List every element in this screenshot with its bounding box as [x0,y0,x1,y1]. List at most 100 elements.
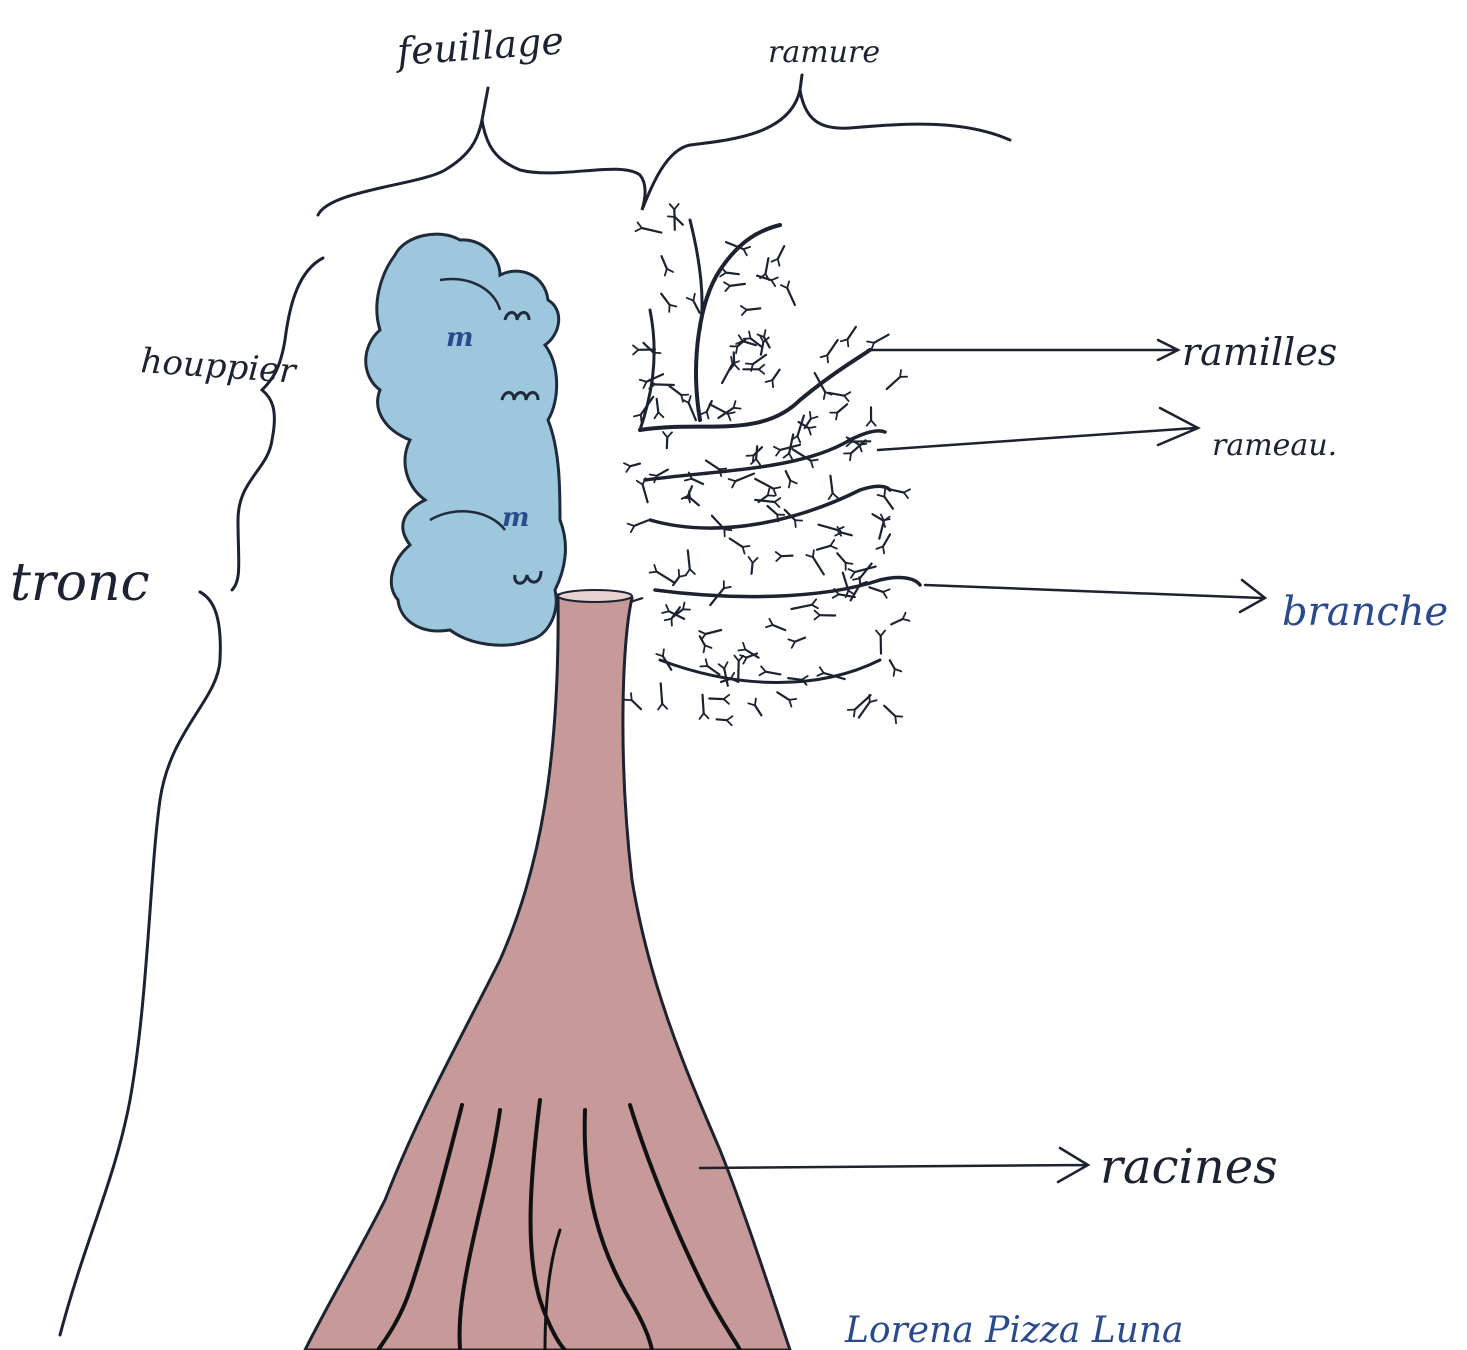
twig [890,660,895,669]
branche-arrow [925,580,1265,612]
twig [817,546,830,550]
twig [867,420,871,425]
twig [706,630,722,634]
twig [781,285,787,288]
twig [637,481,643,485]
svg-text:m: m [502,503,530,533]
twig [688,550,690,569]
twig [792,605,812,609]
twig [879,521,884,539]
twig [881,631,885,636]
twig [734,364,739,369]
twig [665,619,672,621]
twig [734,401,736,408]
twig [776,450,780,456]
twig [883,534,890,546]
label-feuillage: feuillage [393,18,566,74]
twig [632,700,641,709]
twig [630,464,640,467]
twig [813,557,824,574]
twig [749,557,753,563]
twig [884,490,885,497]
twig [655,412,659,418]
twig [768,489,770,496]
twig [900,370,901,377]
twig [709,699,723,700]
twig [795,520,802,521]
twig [848,327,856,340]
twig [704,713,709,718]
twig [631,526,634,532]
twig [792,642,795,648]
twig [724,587,731,588]
label-racines: racines [1100,1139,1278,1195]
twig [842,533,852,536]
twig [830,540,834,546]
twig [812,605,818,608]
twig [626,466,630,472]
label-rameau: rameau. [1212,428,1337,463]
twig [802,676,808,680]
twig [634,521,648,526]
twig [717,719,727,720]
twig [844,392,850,396]
twig [766,625,773,627]
twig [811,461,813,468]
twig [895,716,896,723]
twig [809,427,816,428]
twig [727,720,732,725]
twig [636,228,642,231]
twig [756,459,760,465]
twig [788,678,802,680]
twig [721,679,731,682]
twig [644,382,647,388]
twig [870,700,877,702]
twig [771,278,777,281]
twig [674,204,678,210]
trunk [305,590,790,1350]
twig [734,352,735,364]
twig [693,294,695,301]
twig [701,634,705,640]
twig [670,305,677,307]
twig [781,556,792,557]
twig [787,288,795,305]
twig [743,643,745,650]
twig [658,412,663,417]
twig [798,436,801,443]
twig [753,558,758,563]
label-ramure: ramure [768,35,880,70]
twig [656,654,663,656]
twig [739,335,743,341]
twig [759,369,764,374]
twig [884,706,895,717]
twig [752,563,753,574]
feuillage-ramure-bracket [318,75,1010,215]
twig [673,577,679,585]
twig [813,550,814,557]
twig [742,310,747,315]
label-ramilles: ramilles [1182,330,1337,374]
twig [744,247,751,249]
twig [663,432,667,438]
twig [761,666,766,671]
twig [769,619,772,625]
twig [753,455,754,462]
twig [869,587,883,592]
racines-arrow [700,1148,1088,1182]
label-branche: branche [1282,589,1448,635]
twig [726,273,739,275]
twig [806,555,813,557]
twig [772,370,779,381]
twig [771,259,777,262]
twig [827,355,828,362]
twig [778,246,784,259]
twig [759,365,764,370]
twig [722,364,732,383]
twig [728,414,731,421]
twig [830,546,836,549]
twig [833,594,839,598]
twig [707,412,709,419]
twig [883,547,884,554]
tronc-bracket [60,592,220,1335]
